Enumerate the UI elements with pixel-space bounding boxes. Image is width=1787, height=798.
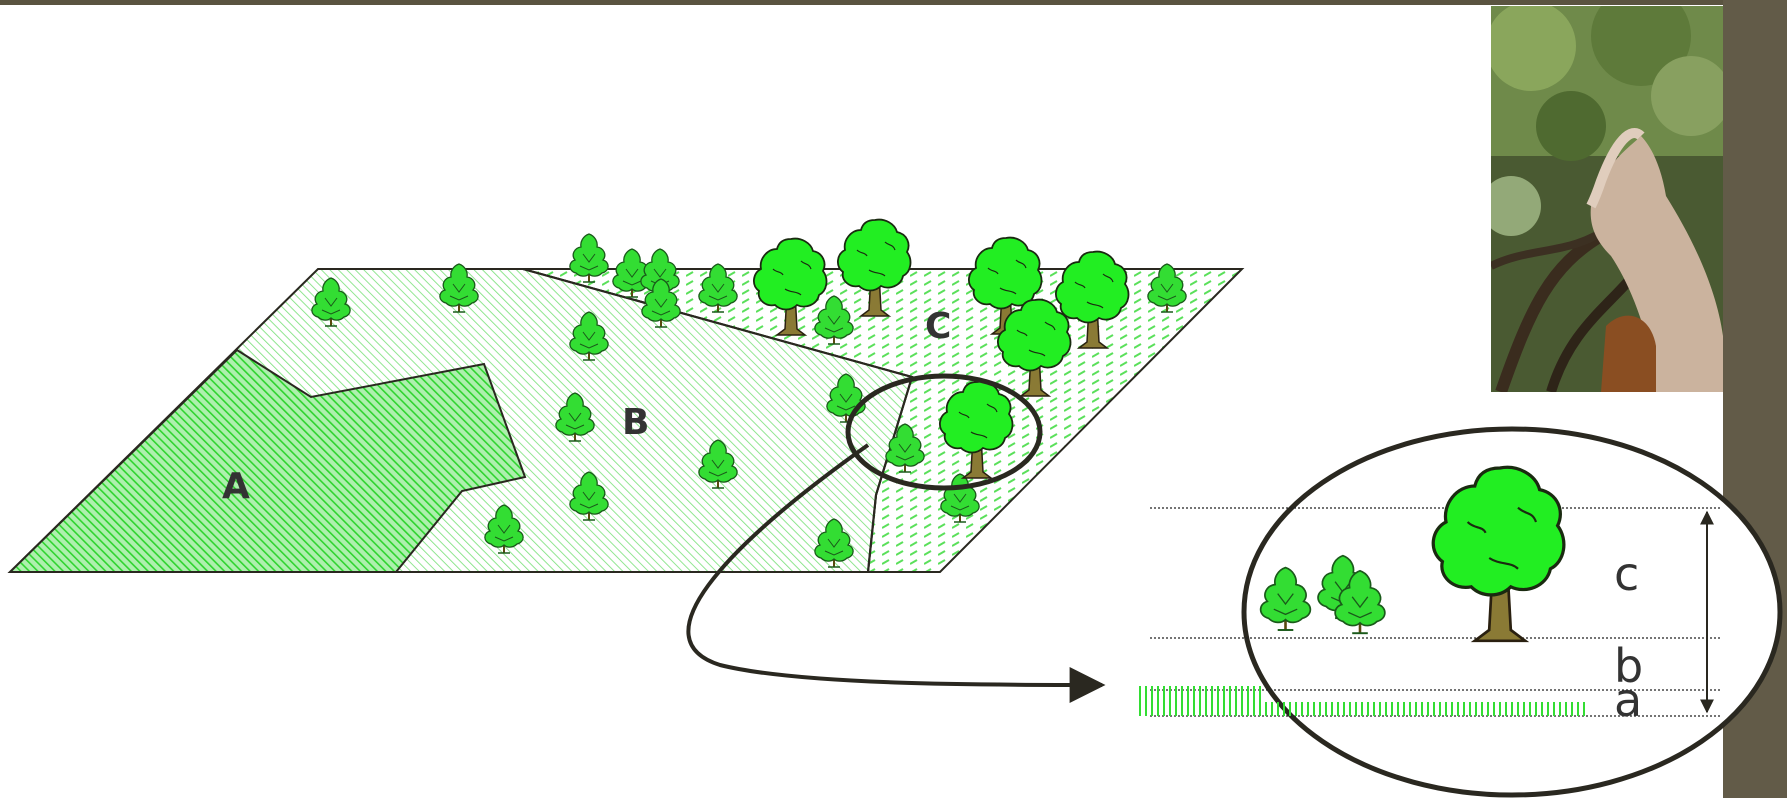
zone-label-a: A: [222, 466, 250, 507]
zone-label-b: B: [622, 402, 649, 443]
zone-label-c: C: [925, 306, 951, 347]
layer-label-c: c: [1614, 547, 1639, 601]
goat-browsing-photo: [1491, 6, 1723, 392]
layer-label-a: a: [1614, 673, 1642, 727]
